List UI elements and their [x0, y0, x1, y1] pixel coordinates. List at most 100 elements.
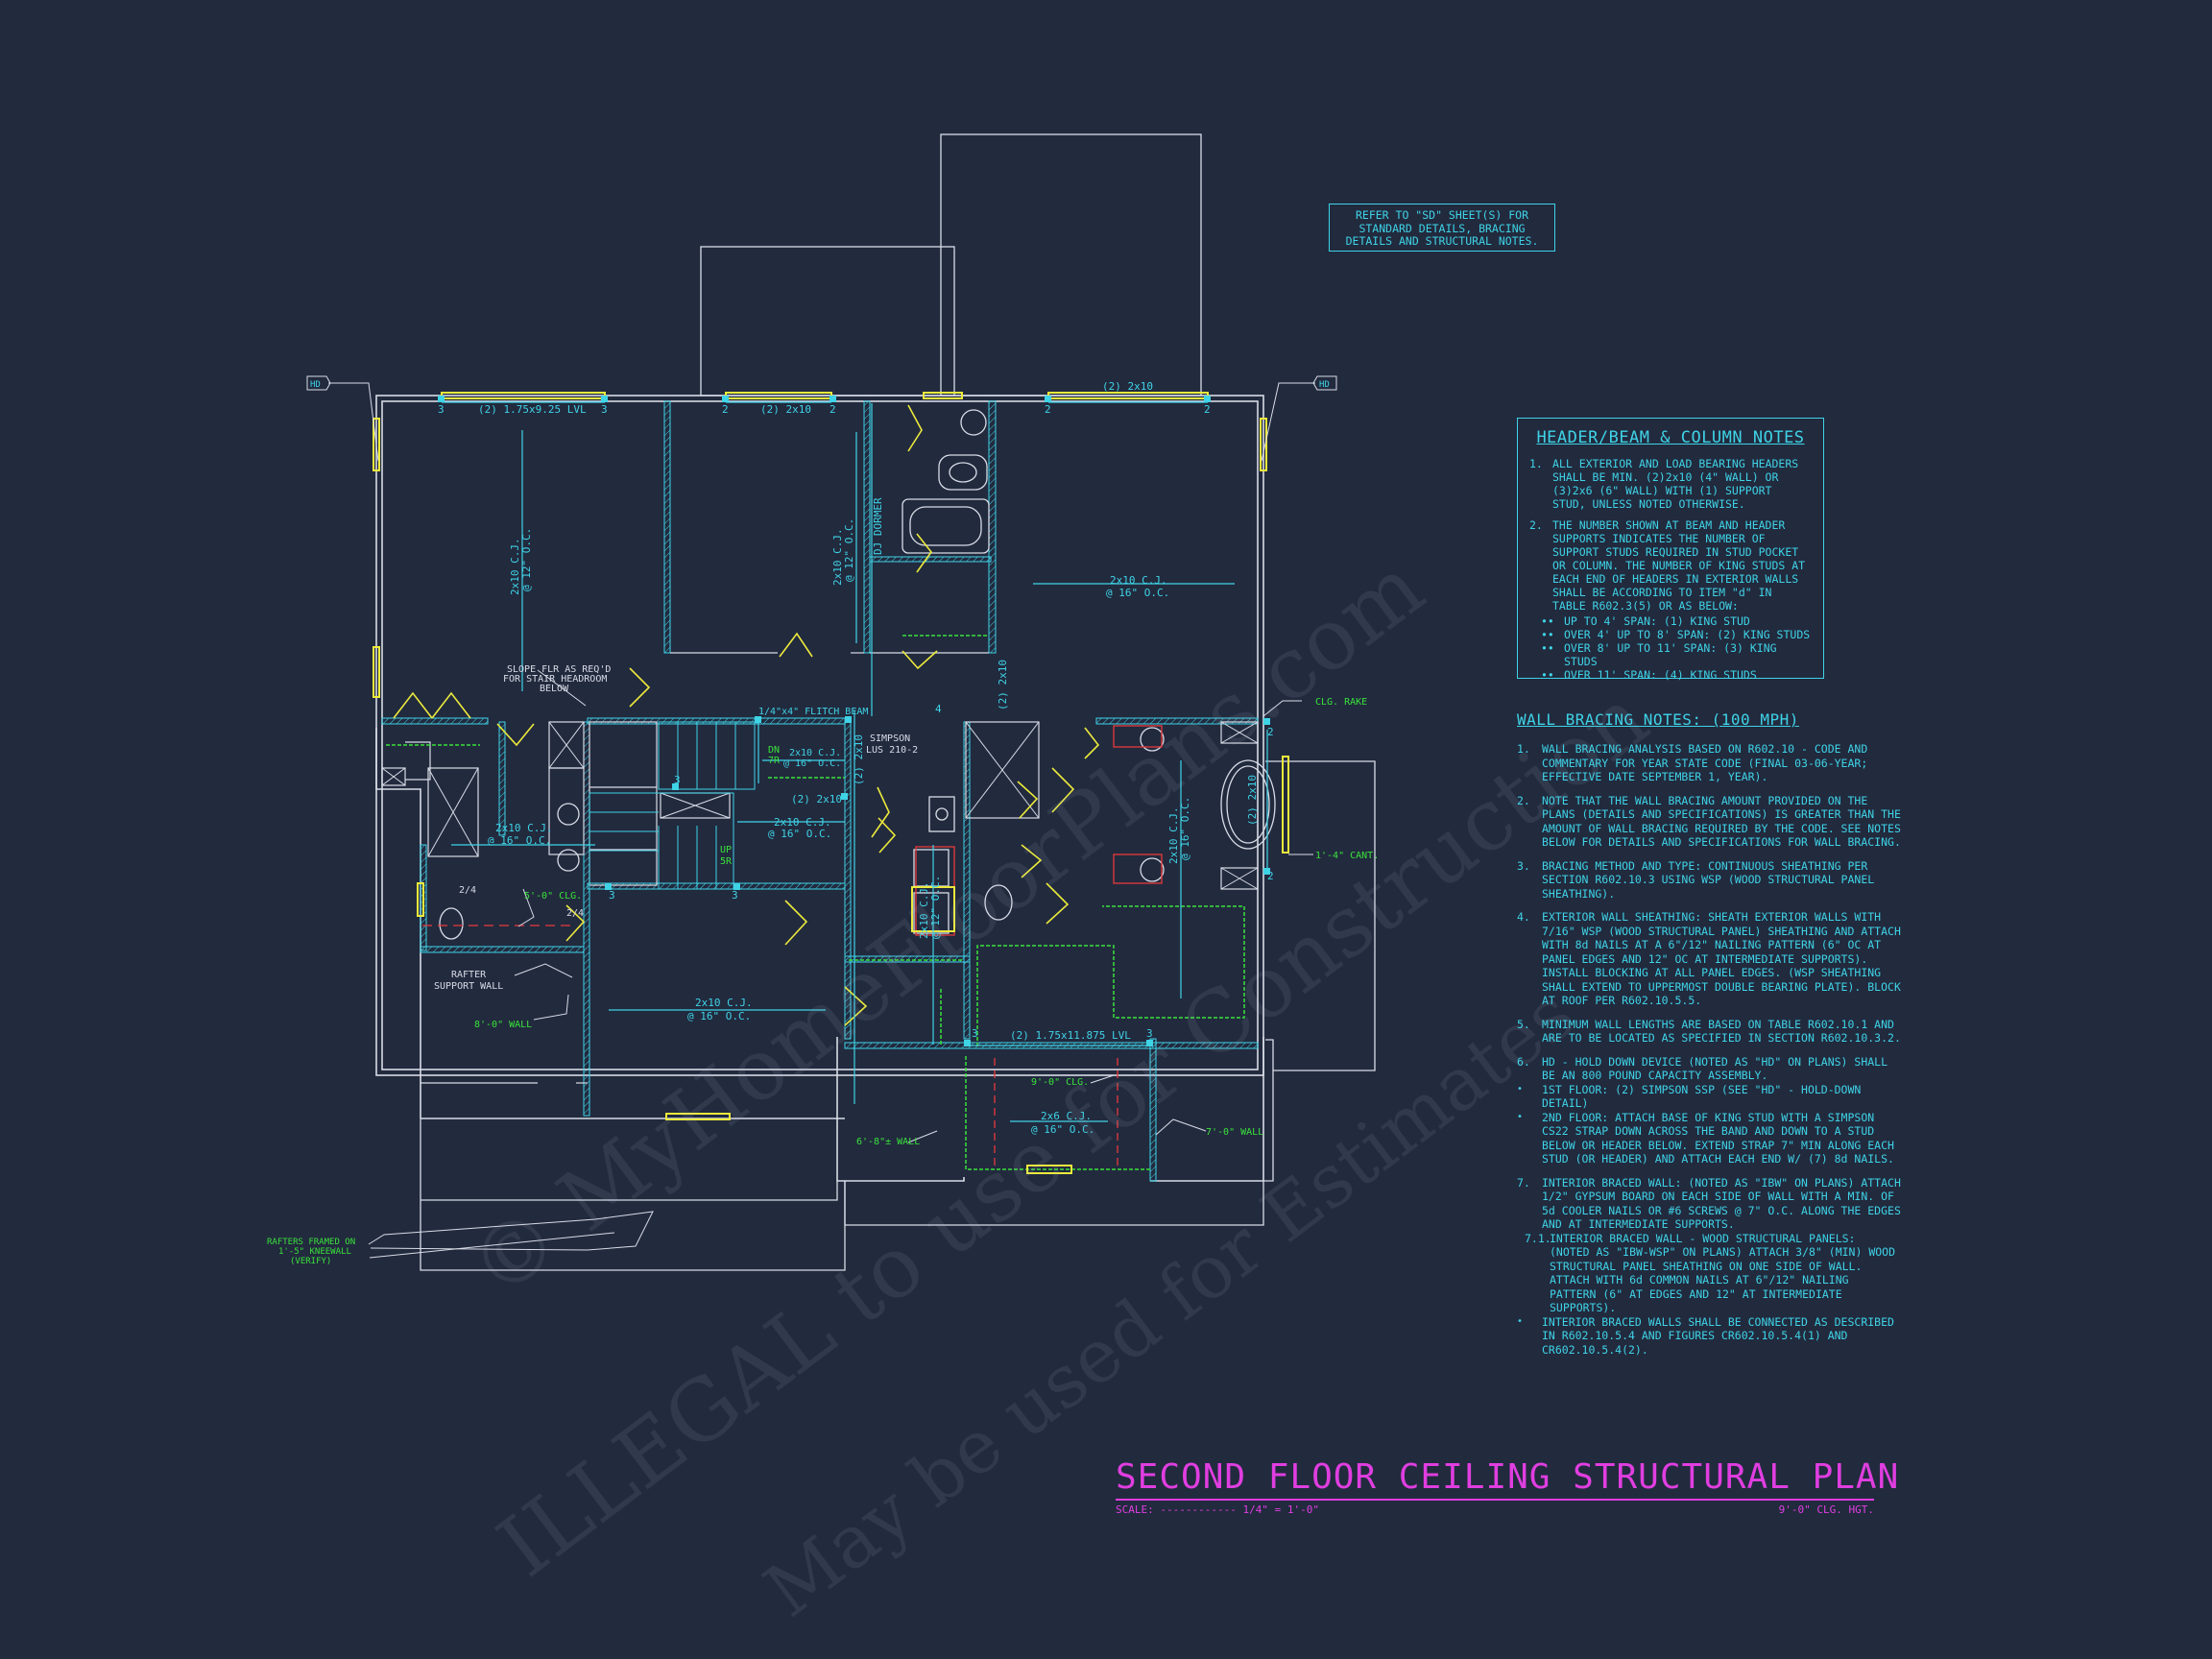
leader-lines [328, 382, 1315, 1259]
joist-label-1: 2x10 C.J. [509, 538, 521, 595]
wall-bracing-title: WALL BRACING NOTES: (100 MPH) [1517, 710, 1799, 729]
joist-label-2: 2x10 C.J. [831, 528, 844, 586]
refer-note-box: REFER TO "SD" SHEET(S) FOR STANDARD DETA… [1329, 204, 1555, 252]
wb-note-1-num: 1. [1517, 742, 1530, 756]
beam-label-lvl-1: (2) 1.75x9.25 LVL [478, 403, 587, 416]
stair [589, 721, 756, 890]
joist-label-10: 2x10 C.J. [695, 997, 753, 1009]
wall-bracing-bullet-2: •2ND FLOOR: ATTACH BASE OF KING STUD WIT… [1517, 1111, 1901, 1166]
room-lines [381, 652, 1259, 1084]
joist-label-2b: @ 12" O.C. [843, 518, 855, 582]
header-note-1: 1. ALL EXTERIOR AND LOAD BEARING HEADERS… [1529, 457, 1812, 511]
wall-68-label: 6'-8"± WALL [856, 1137, 920, 1147]
hold-down-tags [306, 375, 1337, 391]
wb-bullet-1-sym: • [1517, 1083, 1524, 1094]
wb-bullet-3-text: INTERIOR BRACED WALLS SHALL BE CONNECTED… [1542, 1314, 1894, 1357]
header-note-2-text: THE NUMBER SHOWN AT BEAM AND HEADER SUPP… [1552, 518, 1806, 613]
support-2c: 2 [1045, 403, 1051, 416]
joist-label-11b: @ 16" O.C. [1031, 1123, 1094, 1136]
joist-label-9b: @ 12" O.C. [929, 876, 942, 939]
clg-rake-label: CLG. RAKE [1315, 697, 1367, 708]
rafter-wall-2: SUPPORT WALL [434, 981, 503, 992]
kneewall-note-3: (VERIFY) [290, 1257, 331, 1266]
support-3e: 3 [609, 889, 615, 902]
wb-note-7-text: INTERIOR BRACED WALL: (NOTED AS "IBW" ON… [1542, 1175, 1901, 1232]
wb-note-3-num: 3. [1517, 858, 1530, 873]
joist-label-5b: @ 16" O.C. [768, 828, 831, 840]
title-block: SECOND FLOOR CEILING STRUCTURAL PLAN SCA… [1116, 1457, 1898, 1516]
header-sub-1-text: UP TO 4' SPAN: (1) KING STUD [1564, 614, 1750, 628]
plumbing-fixtures [439, 409, 1276, 940]
support-3g: 3 [674, 774, 681, 786]
support-2e: 2 [1267, 726, 1274, 738]
header-notes-title: HEADER/BEAM & COLUMN NOTES [1536, 428, 1805, 447]
support-3d: 3 [1146, 1027, 1153, 1040]
flitch-beam-label: 1/4"x4" FLITCH BEAM [758, 707, 868, 717]
wb-note-2-text: NOTE THAT THE WALL BRACING AMOUNT PROVID… [1542, 793, 1901, 850]
dormer-label: DJ DORMER [872, 497, 884, 555]
wall-bracing-note-5: 5.MINIMUM WALL LENGTHS ARE BASED ON TABL… [1517, 1018, 1901, 1046]
scale-text: SCALE: ------------ 1/4" = 1'-0" [1116, 1503, 1319, 1516]
wall-7-label: 7'-0" WALL [1206, 1127, 1263, 1138]
hd-tag-left: HD [310, 380, 321, 390]
header-note-1-text: ALL EXTERIOR AND LOAD BEARING HEADERS SH… [1552, 457, 1799, 511]
wb-note-71-text: INTERIOR BRACED WALL - WOOD STRUCTURAL P… [1550, 1231, 1896, 1315]
kneewall-note-2: 1'-5" KNEEWALL [278, 1247, 351, 1257]
refer-note-line-2: STANDARD DETAILS, BRACING [1358, 221, 1526, 235]
scale-label: SCALE: [1116, 1503, 1154, 1516]
slope-note-2: FOR STAIR HEADROOM [503, 674, 607, 685]
wb-note-3-text: BRACING METHOD AND TYPE: CONTINUOUS SHEA… [1542, 858, 1875, 901]
joist-label-6b: @ 16" O.C. [488, 834, 551, 847]
header-sub-3: •• OVER 8' UP TO 11' SPAN: (3) KING STUDS [1529, 641, 1812, 668]
cantilever-label: 1'-4" CANT. [1315, 851, 1379, 861]
support-2f: 2 [1267, 870, 1274, 882]
header-note-2: 2. THE NUMBER SHOWN AT BEAM AND HEADER S… [1529, 518, 1812, 613]
joist-dimension-lines [451, 430, 1235, 1122]
slope-2-4-a: 2/4 [459, 885, 476, 896]
header-label-6: (2) 2x10 [853, 734, 865, 785]
wall-bracing-note-4: 4.EXTERIOR WALL SHEATHING: SHEATH EXTERI… [1517, 910, 1901, 1008]
wb-note-2-num: 2. [1517, 793, 1530, 807]
joist-label-4: 2x10 C.J. [789, 748, 841, 758]
kneewall-note-1: RAFTERS FRAMED ON [267, 1238, 355, 1247]
support-4: 4 [935, 703, 942, 715]
header-label-2: (2) 2x10 [760, 403, 811, 416]
joist-label-6: 2x10 C.J. [495, 822, 553, 834]
header-sub-2-text: OVER 4' UP TO 8' SPAN: (2) KING STUDS [1564, 628, 1811, 641]
framing-green [386, 635, 1245, 1170]
scale-row: SCALE: ------------ 1/4" = 1'-0" 9'-0" C… [1116, 1503, 1874, 1516]
closet-x-marks [381, 721, 1259, 890]
wall-bracing-bullet-1: •1ST FLOOR: (2) SIMPSON SSP (SEE "HD" - … [1517, 1083, 1901, 1111]
header-sub-3-bullet: •• [1541, 641, 1554, 655]
header-sub-4: ••OVER 11' SPAN: (4) KING STUDS [1529, 668, 1812, 682]
wb-note-1-text: WALL BRACING ANALYSIS BASED ON R602.10 -… [1542, 742, 1868, 783]
ceiling-height: 9'-0" CLG. HGT. [1778, 1503, 1874, 1516]
header-beam-notes: HEADER/BEAM & COLUMN NOTES 1. ALL EXTERI… [1517, 418, 1824, 682]
support-3c: 3 [972, 1027, 978, 1040]
slope-note-1: SLOPE FLR AS REQ'D [507, 664, 611, 675]
support-3b: 3 [601, 403, 608, 416]
clg-9-label: 9'-0" CLG. [1031, 1077, 1089, 1088]
slope-note-3: BELOW [540, 684, 569, 694]
wall-bracing-note-3: 3. BRACING METHOD AND TYPE: CONTINUOUS SH… [1517, 859, 1901, 902]
wall-bracing-bullet-3: •INTERIOR BRACED WALLS SHALL BE CONNECTE… [1517, 1315, 1901, 1358]
header-label-3: (2) 2x10 [1102, 380, 1153, 393]
up-risers: 5R [720, 856, 733, 867]
wb-note-4-num: 4. [1517, 910, 1530, 924]
wb-note-7-num: 7. [1517, 1175, 1530, 1190]
joist-label-4b: @ 16" O.C. [783, 758, 841, 769]
scale-value: 1/4" = 1'-0" [1242, 1503, 1319, 1516]
refer-note-line-1: REFER TO "SD" SHEET(S) FOR [1355, 208, 1528, 222]
header-label-7: (2) 2x10 [791, 793, 842, 805]
wall-bracing-note-2: 2. NOTE THAT THE WALL BRACING AMOUNT PROV… [1517, 794, 1901, 850]
wb-note-6-text: HD - HOLD DOWN DEVICE (NOTED AS "HD" ON … [1542, 1054, 1888, 1083]
joist-label-5: 2x10 C.J. [774, 816, 831, 829]
dn-label: DN [768, 745, 780, 756]
header-sub-1: ••UP TO 4' SPAN: (1) KING STUD [1529, 614, 1812, 628]
header-sub-3-text: OVER 8' UP TO 11' SPAN: (3) KING STUDS [1564, 641, 1777, 668]
header-note-1-num: 1. [1529, 457, 1543, 470]
joist-label-7: 2x10 C.J. [1167, 806, 1180, 864]
wb-note-6-num: 6. [1517, 1054, 1530, 1069]
